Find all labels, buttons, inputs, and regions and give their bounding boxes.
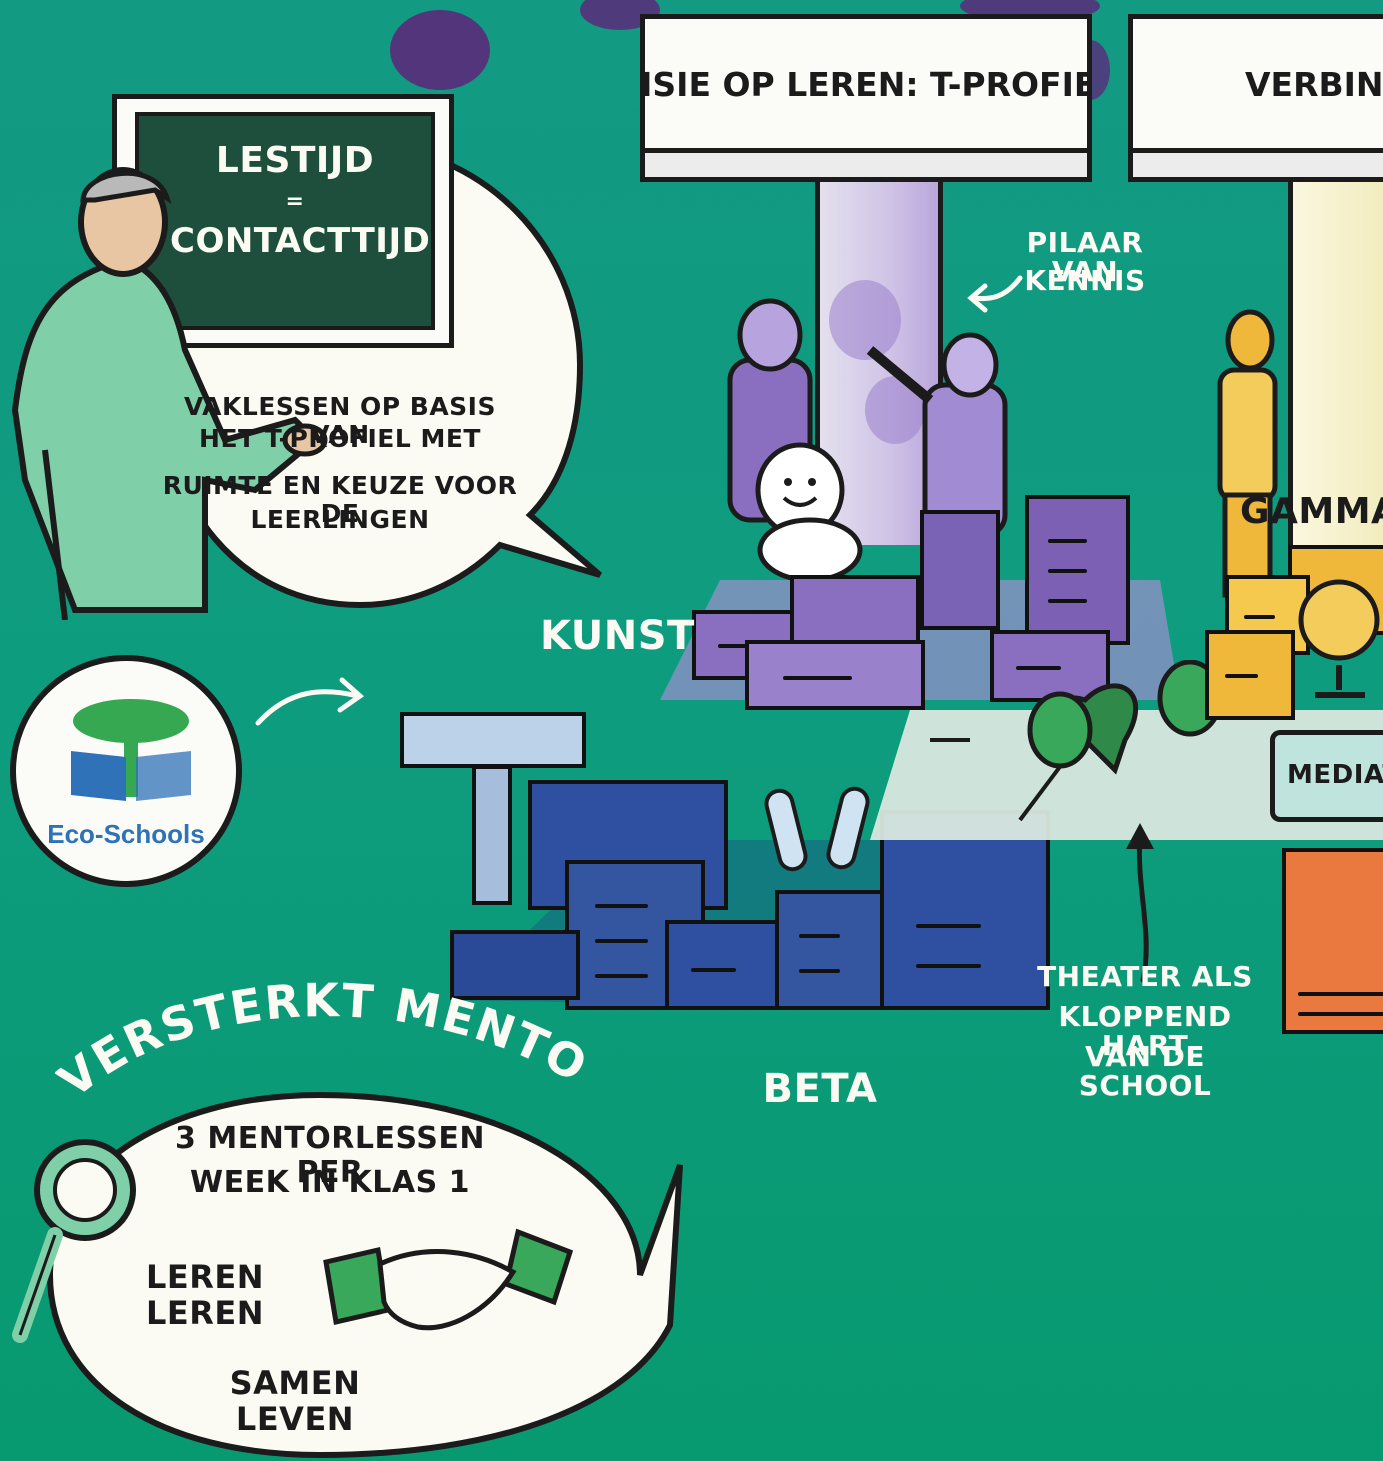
theater-note-line-3: VAN DE SCHOOL [1078,1040,1212,1103]
beta-cabinet-4 [880,810,1050,1010]
sign-verbinding-text: VERBINDI [1245,64,1383,104]
sign-visie-text: VISIE OP LEREN: T-PROFIEL [640,64,1087,104]
bubble-top-line-2: HET T-PROFIEL MET [199,424,481,453]
kunst-easel [920,510,1000,630]
chalkboard-line-1: LESTIJD [215,140,375,181]
sign-verbinding-base [1128,148,1383,182]
mentoraat-line-4: SAMEN LEVEN [229,1364,361,1438]
label-kunst: KUNST [540,613,695,659]
eco-schools-badge: Eco-Schools [10,655,242,887]
beta-table-top [400,712,586,768]
pillar-gamma [1288,175,1383,555]
eco-schools-logo-icon [71,699,191,801]
students-kunst [727,298,1008,583]
sign-visie-base [640,148,1092,182]
test-tubes-icon [764,786,870,872]
pillar-note-line-1: PILAAR VAN [1026,226,1144,289]
theater-note-line-1: THEATER ALS [1037,960,1253,993]
chalkboard-line-3: CONTACTTIJD [170,221,431,261]
gamma-box-3 [1205,630,1295,720]
label-beta: BETA [762,1066,878,1112]
mentoraat-title: VERSTERKT MENTORAAT [55,970,595,1108]
beta-table-leg [472,765,512,905]
purple-paint-stain [829,280,925,444]
beta-cabinet-3 [775,890,885,1010]
kunst-cabinet [1025,495,1130,645]
student-gamma [1217,309,1278,598]
handshake-icon [323,1228,574,1331]
mentoraat-line-1: 3 MENTORLESSEN PER [175,1121,485,1190]
bubble-top-line-4: LEERLINGEN [250,505,430,534]
beta-block-2 [665,920,785,1010]
chalkboard-line-2: = [285,189,305,214]
label-mediatheek: MEDIATH [1287,760,1383,790]
orange-cabinet [1282,848,1383,1034]
magnifier-icon [12,1139,136,1343]
theater-masks-icon [1027,660,1223,775]
mentoraat-line-2: WEEK IN KLAS 1 [190,1165,470,1200]
arrow-left-icon [967,275,1023,313]
teacher-illustration [11,167,328,620]
globe-icon [1298,579,1380,698]
kunst-block-2 [790,575,920,647]
pillar-note-line-2: KENNIS [1024,264,1146,297]
mediatheek-book: MEDIATH [1270,730,1383,822]
chalkboard [135,112,435,330]
eco-schools-text: Eco-Schools [47,819,205,849]
arrow-up-icon [1126,823,1154,983]
beta-block-1 [450,930,580,1000]
label-gamma: GAMMA [1240,491,1383,532]
sign-verbinding: VERBINDI [1128,14,1383,154]
kunst-block-3 [745,640,925,710]
mentoraat-line-3: LEREN LEREN [145,1258,265,1332]
sign-visie-op-leren: VISIE OP LEREN: T-PROFIEL [640,14,1092,154]
bubble-top-line-1: VAKLESSEN OP BASIS VAN [184,392,496,449]
bubble-top-line-3: RUIMTE EN KEUZE VOOR DE [162,471,518,528]
theater-note-line-2: KLOPPEND HART [1058,1000,1232,1063]
arrow-right-icon [255,677,365,726]
